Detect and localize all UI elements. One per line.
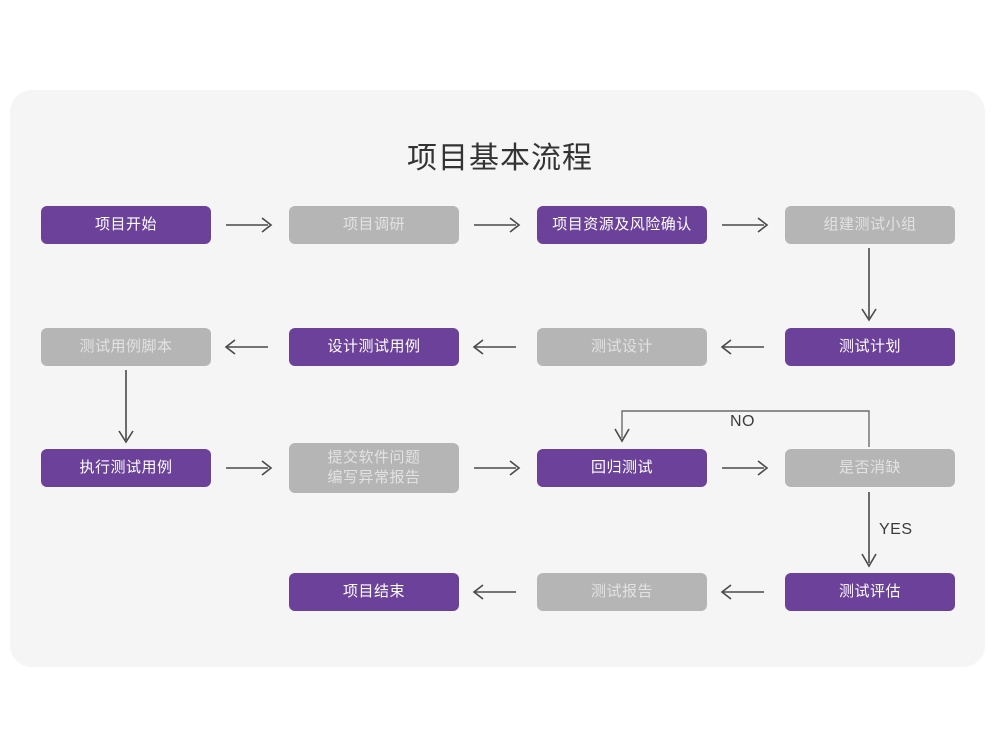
node-defects-cleared-decision[interactable]: 是否消缺 xyxy=(785,449,955,487)
node-test-report[interactable]: 测试报告 xyxy=(537,573,707,611)
node-test-case-script[interactable]: 测试用例脚本 xyxy=(41,328,211,366)
edge-label-yes: YES xyxy=(879,521,913,538)
node-project-end[interactable]: 项目结束 xyxy=(289,573,459,611)
node-regression-test[interactable]: 回归测试 xyxy=(537,449,707,487)
node-submit-defects-write-report[interactable]: 提交软件问题 编写异常报告 xyxy=(289,443,459,493)
node-test-design[interactable]: 测试设计 xyxy=(537,328,707,366)
node-form-test-team[interactable]: 组建测试小组 xyxy=(785,206,955,244)
node-test-plan[interactable]: 测试计划 xyxy=(785,328,955,366)
node-resource-risk-confirmation[interactable]: 项目资源及风险确认 xyxy=(537,206,707,244)
diagram-card xyxy=(10,90,985,667)
page-title: 项目基本流程 xyxy=(407,142,593,175)
node-design-test-cases[interactable]: 设计测试用例 xyxy=(289,328,459,366)
node-test-evaluation[interactable]: 测试评估 xyxy=(785,573,955,611)
node-execute-test-cases[interactable]: 执行测试用例 xyxy=(41,449,211,487)
edge-label-no: NO xyxy=(730,413,755,430)
node-project-start[interactable]: 项目开始 xyxy=(41,206,211,244)
node-project-research[interactable]: 项目调研 xyxy=(289,206,459,244)
